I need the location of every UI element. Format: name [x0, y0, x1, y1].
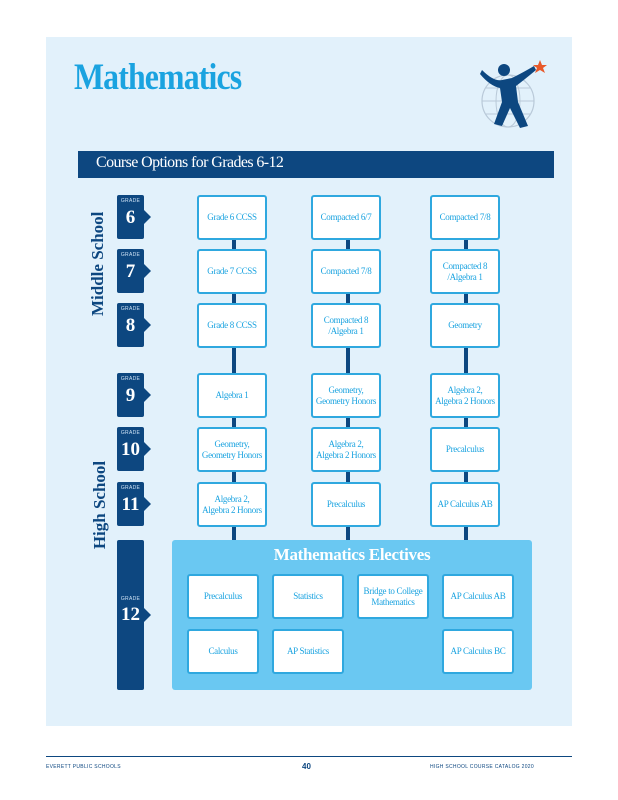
course-options-banner: Course Options for Grades 6-12 — [78, 151, 554, 178]
course-box: Algebra 2, Algebra 2 Honors — [311, 427, 381, 472]
grade-8-marker: GRADE 8 — [117, 303, 151, 347]
elective-box: Bridge to College Mathematics — [357, 574, 429, 619]
elective-box: Precalculus — [187, 574, 259, 619]
footer-left-text: EVERETT PUBLIC SCHOOLS — [46, 764, 121, 770]
course-box: Geometry, Geometry Honors — [311, 373, 381, 418]
course-box: Compacted 8 /Algebra 1 — [430, 249, 500, 294]
course-box: Algebra 2, Algebra 2 Honors — [197, 482, 267, 527]
course-box: Grade 7 CCSS — [197, 249, 267, 294]
grade-9-marker: GRADE 9 — [117, 373, 151, 417]
course-box: Precalculus — [311, 482, 381, 527]
course-box: Compacted 7/8 — [430, 195, 500, 240]
high-school-label: High School — [90, 460, 109, 550]
course-box: Grade 8 CCSS — [197, 303, 267, 348]
course-box: Geometry — [430, 303, 500, 348]
course-box: Compacted 8 /Algebra 1 — [311, 303, 381, 348]
district-logo-icon — [480, 60, 547, 128]
elective-box: AP Statistics — [272, 629, 344, 674]
page-number: 40 — [302, 762, 311, 771]
middle-school-label: Middle School — [88, 211, 107, 316]
course-box: AP Calculus AB — [430, 482, 500, 527]
elective-box: AP Calculus BC — [442, 629, 514, 674]
page-title: Mathematics — [74, 57, 242, 98]
elective-box: AP Calculus AB — [442, 574, 514, 619]
electives-panel: Mathematics Electives Precalculus Statis… — [172, 540, 532, 690]
banner-text: Course Options for Grades 6-12 — [96, 154, 284, 171]
course-box: Geometry, Geometry Honors — [197, 427, 267, 472]
course-box: Compacted 6/7 — [311, 195, 381, 240]
footer-right-text: HIGH SCHOOL COURSE CATALOG 2020 — [430, 764, 534, 770]
footer-divider — [46, 756, 572, 757]
elective-box: Statistics — [272, 574, 344, 619]
grade-7-marker: GRADE 7 — [117, 249, 151, 293]
course-box: Compacted 7/8 — [311, 249, 381, 294]
electives-title: Mathematics Electives — [273, 545, 431, 564]
grade-12-marker: GRADE 12 — [117, 540, 151, 690]
grade-6-marker: GRADE 6 — [117, 195, 151, 239]
grade-10-marker: GRADE 10 — [117, 427, 151, 471]
course-box: Precalculus — [430, 427, 500, 472]
grade-11-marker: GRADE 11 — [117, 482, 151, 526]
course-box: Algebra 2, Algebra 2 Honors — [430, 373, 500, 418]
elective-box: Calculus — [187, 629, 259, 674]
course-box: Grade 6 CCSS — [197, 195, 267, 240]
course-box: Algebra 1 — [197, 373, 267, 418]
